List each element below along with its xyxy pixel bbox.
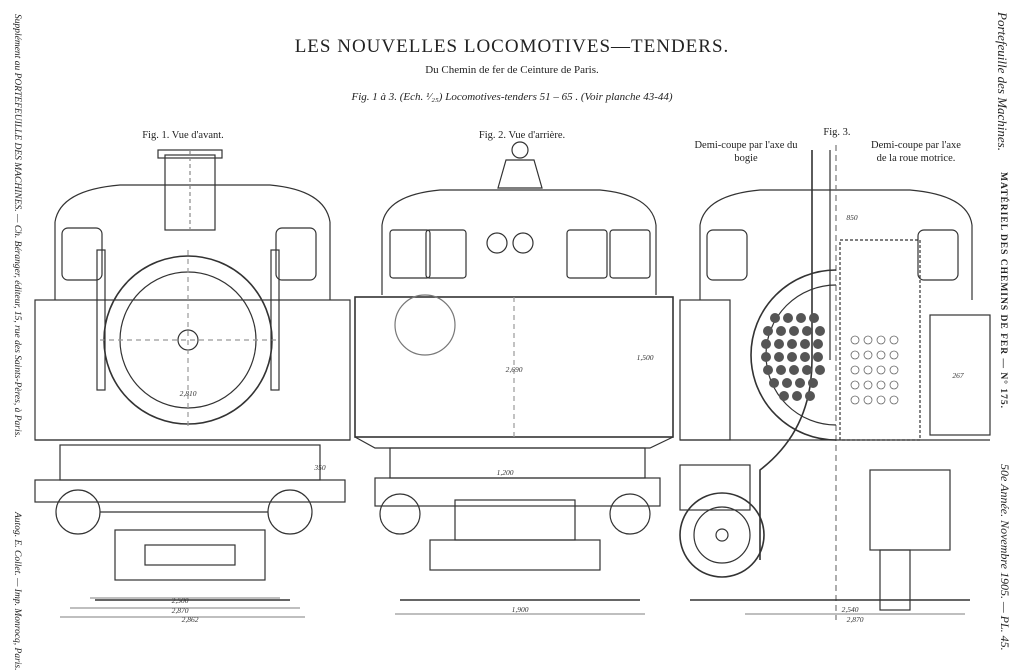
drawing-title: LES NOUVELLES LOCOMOTIVES—TENDERS.: [294, 36, 730, 57]
dim-label-2: 2,870: [172, 606, 189, 615]
dim-label-4: 2,500: [172, 596, 189, 605]
fig1-front-view: [34, 149, 351, 618]
figure-reference: Fig. 1 à 3. (Ech. ¹⁄₂₅) Locomotives-tend…: [0, 91, 1024, 103]
fig2-caption: Fig. 2. Vue d'arrière.: [478, 130, 566, 141]
dim-label-5: 1,500: [637, 353, 654, 362]
dim-label-6: 2,690: [506, 365, 523, 374]
fig2-rear-view: [354, 141, 674, 615]
dim-label-11: 1,200: [497, 468, 514, 477]
dim-label-12: 850: [846, 213, 858, 222]
fig3-left-caption: Demi-coupe par l'axe du bogie: [694, 140, 798, 164]
drawing-subtitle: Du Chemin de fer de Ceinture de Paris.: [425, 64, 599, 76]
dim-label-13: 267: [952, 371, 964, 380]
dim-label-3: 2,862: [182, 615, 199, 624]
dim-label-7: 1,900: [512, 605, 529, 614]
dim-label-1: 2,810: [180, 389, 197, 398]
dim-label-8: 2,540: [842, 605, 859, 614]
fig1-caption: Fig. 1. Vue d'avant.: [142, 130, 224, 141]
dim-label-10: 350: [313, 463, 326, 472]
fig3-section-view: [679, 145, 991, 620]
fig3-caption: Fig. 3.: [823, 127, 851, 138]
figure-reference-text: Fig. 1 à 3. (Ech. ¹⁄₂₅) Locomotives-tend…: [351, 91, 673, 103]
fig3-right-caption: Demi-coupe par l'axe de la roue motrice.: [871, 140, 961, 164]
dim-label-9: 2,870: [847, 615, 864, 624]
